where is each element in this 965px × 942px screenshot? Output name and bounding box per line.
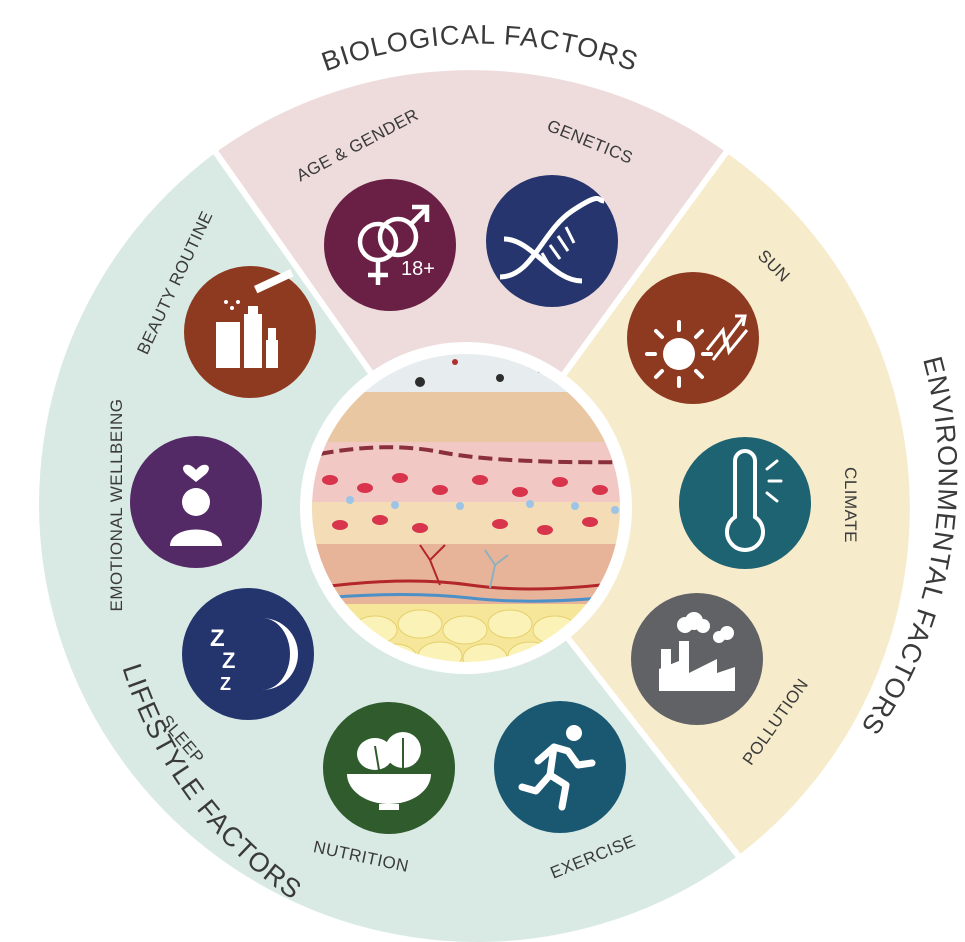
label-emotional-wellbeing: EMOTIONAL WELLBEING — [107, 399, 126, 612]
sun-icon — [627, 272, 759, 404]
age-badge: 18+ — [401, 258, 435, 280]
person-heart-icon — [130, 436, 262, 568]
salad-bowl-icon — [323, 702, 455, 834]
gender-18-plus-icon: 18+ — [324, 179, 456, 311]
svg-text:Z: Z — [222, 648, 235, 673]
svg-text:Z: Z — [210, 625, 225, 652]
biological-section — [209, 64, 733, 514]
runner-icon — [494, 701, 626, 833]
label-climate: CLIMATE — [841, 467, 860, 543]
dna-icon — [486, 175, 618, 307]
cosmetics-icon — [184, 266, 316, 398]
thermometer-icon — [679, 437, 811, 569]
svg-text:Z: Z — [220, 674, 231, 694]
sleep-moon-icon: Z Z Z — [182, 588, 314, 720]
factory-icon — [631, 593, 763, 725]
